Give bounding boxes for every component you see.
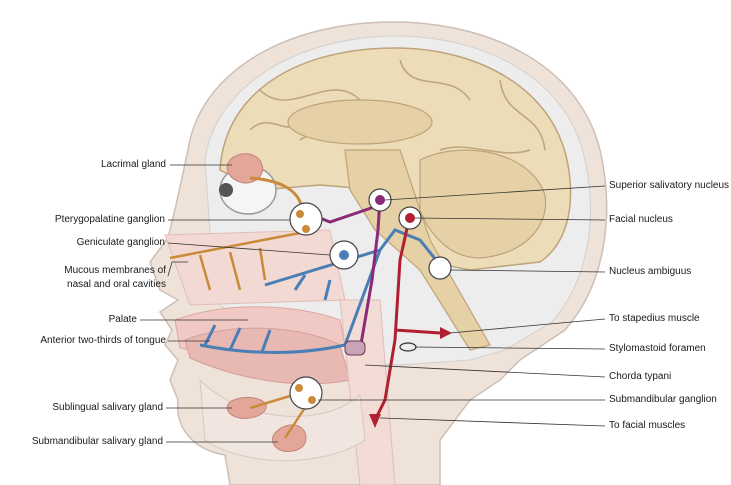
label-palate: Palate xyxy=(40,314,137,326)
geniculate-dot xyxy=(339,250,349,260)
label-to-stapedius: To stapedius muscle xyxy=(609,313,727,325)
submandibular-dot-1 xyxy=(295,384,303,392)
label-lacrimal-gland: Lacrimal gland xyxy=(40,159,166,171)
label-sublingual-gland: Sublingual salivary gland xyxy=(0,402,163,414)
pterygopalatine-dot-1 xyxy=(296,210,304,218)
label-anterior-tongue: Anterior two-thirds of tongue xyxy=(0,335,166,347)
label-facial-nucleus: Facial nucleus xyxy=(609,214,727,226)
label-stylomastoid-foramen: Stylomastoid foramen xyxy=(609,343,727,355)
submandibular-ganglion-circle xyxy=(290,377,322,409)
facial-nucleus-dot xyxy=(405,213,415,223)
label-geniculate-ganglion: Geniculate ganglion xyxy=(20,237,165,249)
label-superior-salivatory-nucleus: Superior salivatory nucleus xyxy=(609,180,731,192)
label-chorda-tympani: Chorda typani xyxy=(609,371,727,383)
label-pterygopalatine-ganglion: Pterygopalatine ganglion xyxy=(20,214,165,226)
nucleus-ambiguus-circle xyxy=(429,257,451,279)
label-mucous-membranes-line1: Mucous membranes of xyxy=(10,265,166,277)
corpus-callosum xyxy=(288,100,432,144)
superior-salivatory-dot xyxy=(375,195,385,205)
label-to-facial-muscles: To facial muscles xyxy=(609,420,727,432)
label-mucous-membranes-line2: nasal and oral cavities xyxy=(10,279,166,291)
label-nucleus-ambiguus: Nucleus ambiguus xyxy=(609,266,727,278)
chorda-cylinder xyxy=(345,341,365,355)
submandibular-dot-2 xyxy=(308,396,316,404)
label-submandibular-gland: Submandibular salivary gland xyxy=(0,436,163,448)
eye-iris xyxy=(219,183,233,197)
label-submandibular-ganglion: Submandibular ganglion xyxy=(609,394,729,406)
pterygopalatine-dot-2 xyxy=(302,225,310,233)
